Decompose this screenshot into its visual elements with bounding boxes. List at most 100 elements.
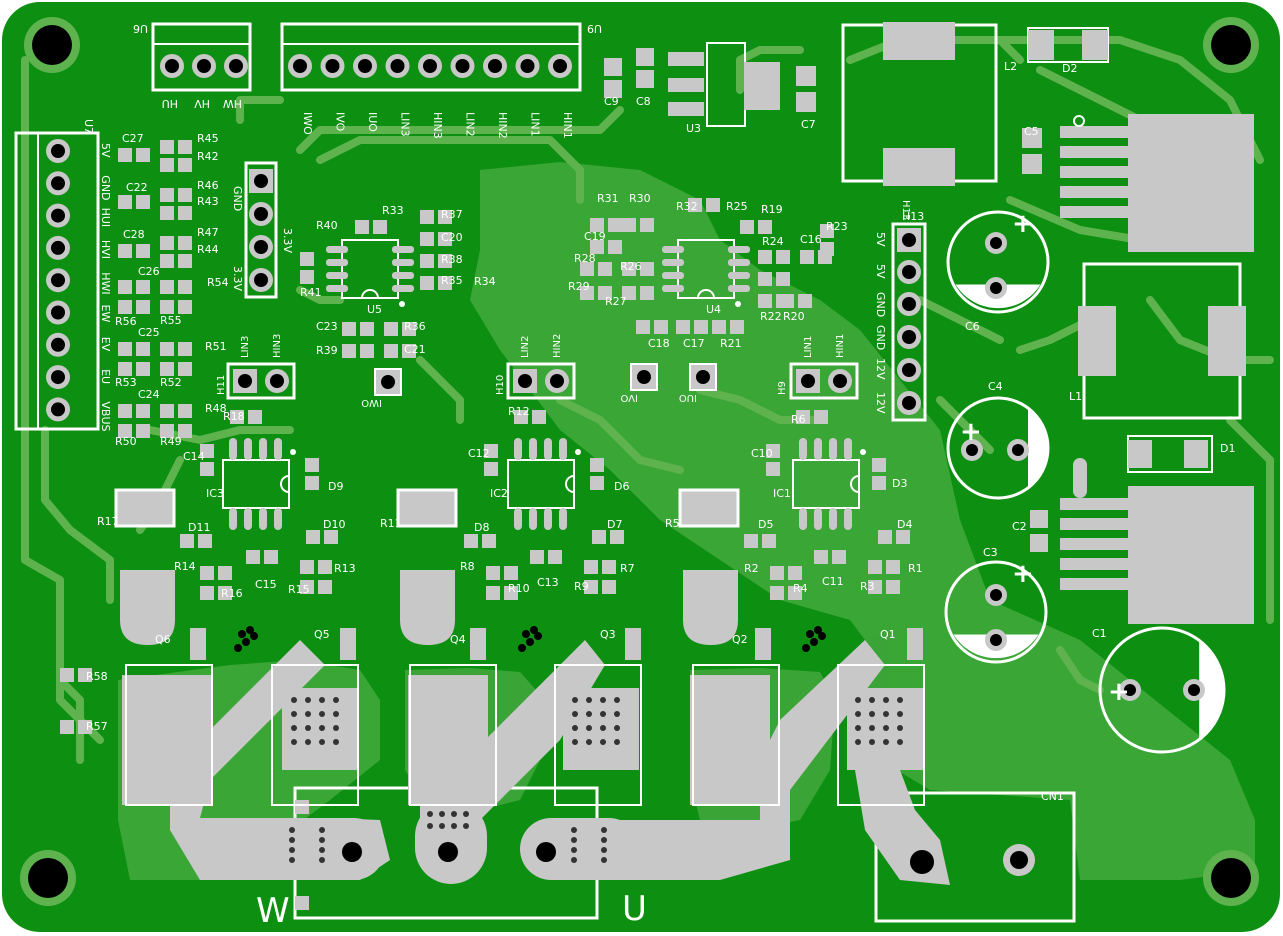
component-label: C26	[138, 265, 160, 278]
component-label: C28	[123, 228, 145, 241]
component-label: R18	[223, 410, 245, 423]
u9-ref: U9	[587, 22, 602, 35]
component-label: R4	[793, 582, 808, 595]
component-label: R12	[508, 405, 530, 418]
component-label: R31	[597, 192, 619, 205]
component-label: R19	[761, 203, 783, 216]
component-label: R10	[508, 582, 530, 595]
component-label: R25	[726, 200, 748, 213]
component-label: H13	[902, 210, 924, 223]
component-label: R34	[474, 275, 496, 288]
component-label: IC1	[773, 487, 791, 500]
component-label: R56	[115, 315, 137, 328]
h10-ref: H10	[495, 375, 506, 395]
h13-pin-label: 5V	[874, 264, 887, 279]
traces	[21, 36, 1274, 764]
u9-pin-label: LIN1	[529, 112, 542, 137]
terminal-cn1	[874, 791, 1076, 923]
component-label: R29	[568, 280, 590, 293]
u7-pin-label: EV	[99, 337, 112, 352]
h11-pin-label: LIN3	[240, 336, 251, 358]
gnd33-pin-label: 3.3V	[231, 266, 244, 291]
component-label: R26	[620, 260, 642, 273]
gnd33-pin-label: GND	[231, 186, 244, 211]
component-label: R5	[665, 517, 680, 530]
component-label: C23	[316, 320, 338, 333]
component-label: R21	[720, 337, 742, 350]
component-label: R40	[316, 219, 338, 232]
component-label: R48	[205, 402, 227, 415]
u9-pin-label: HIN3	[431, 112, 444, 139]
u9-pin-label: HIN1	[561, 112, 574, 139]
component-label: L1	[1069, 390, 1082, 403]
component-label: C3	[983, 546, 998, 559]
component-label: C22	[126, 181, 148, 194]
electrolytic-capacitors: ++++	[944, 209, 1226, 754]
component-label: C19	[584, 230, 606, 243]
component-label: R57	[86, 720, 108, 733]
component-label: C13	[537, 576, 559, 589]
component-label: Q4	[450, 633, 466, 646]
svg-text:+: +	[960, 417, 982, 447]
component-label: C21	[404, 343, 426, 356]
component-label: R53	[115, 376, 137, 389]
component-label: Q6	[155, 633, 171, 646]
u7-pin-label: GND	[99, 175, 112, 200]
component-label: Q3	[600, 628, 616, 641]
h10-pin-label: LIN2	[520, 336, 531, 358]
mounting-holes	[20, 17, 1259, 906]
component-label: R32	[676, 200, 698, 213]
svg-text:+: +	[1012, 559, 1034, 589]
opamps	[326, 239, 750, 307]
u7-ref: U7	[82, 119, 95, 134]
component-label: D2	[1062, 62, 1077, 75]
u9-pin-label: IUO	[366, 112, 379, 132]
component-label: R28	[574, 252, 596, 265]
u7-pin-label: HUI	[99, 208, 112, 228]
h13-pin-label: GND	[874, 325, 887, 350]
u6-pin-label: HU	[162, 97, 178, 110]
u6-pin-label: HW	[223, 97, 242, 110]
component-label: R38	[441, 253, 463, 266]
u6-pin-label: HV	[194, 97, 210, 110]
phase-u-label: U	[622, 889, 647, 929]
h9-pin-label: HIN1	[835, 334, 846, 358]
component-label: R55	[160, 314, 182, 327]
component-label: R14	[174, 560, 196, 573]
component-label: C25	[138, 326, 160, 339]
h11-ref: H11	[216, 375, 227, 395]
component-label: D4	[897, 518, 912, 531]
component-label: R46	[197, 179, 219, 192]
component-label: D9	[328, 480, 343, 493]
component-label: R39	[316, 344, 338, 357]
h13-ref: H13	[900, 200, 911, 220]
component-label: C24	[138, 388, 160, 401]
small-passives	[60, 140, 910, 734]
component-label: C11	[822, 575, 844, 588]
component-label: C2	[1012, 520, 1027, 533]
regulator-u3	[604, 42, 816, 127]
inductor-l2	[841, 22, 998, 186]
component-label: R41	[300, 286, 322, 299]
component-label: R51	[205, 340, 227, 353]
component-label: R15	[288, 583, 310, 596]
component-label: IC3	[206, 487, 224, 500]
h13-pin-label: 5V	[874, 232, 887, 247]
component-label: R17	[97, 515, 119, 528]
h13-pin-label: 12V	[874, 358, 887, 380]
component-label: R23	[826, 220, 848, 233]
component-label: R13	[334, 562, 356, 575]
component-label: R37	[441, 208, 463, 221]
component-label: R3	[860, 580, 875, 593]
component-label: R45	[197, 132, 219, 145]
component-label: R49	[160, 435, 182, 448]
h9-ref: H9	[777, 381, 788, 395]
component-label: C27	[122, 132, 144, 145]
testpoint-label: IUO	[679, 392, 697, 403]
component-label: Q2	[732, 633, 748, 646]
component-label: R6	[791, 413, 806, 426]
